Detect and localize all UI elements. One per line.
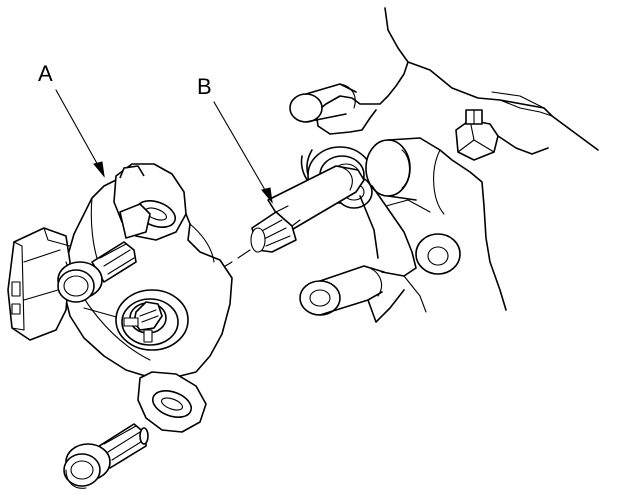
callout-label-b: B: [197, 74, 212, 99]
callout-label-a: A: [38, 61, 53, 86]
upper-mounting-bolt: [57, 241, 137, 303]
case-bolt: [455, 109, 499, 161]
sensor-housing: [7, 163, 233, 433]
leader-b: [213, 101, 273, 204]
transmission-case: [289, 7, 599, 323]
shift-shaft: [221, 165, 365, 269]
loose-bolt: [63, 423, 149, 489]
leader-a: [55, 89, 105, 178]
